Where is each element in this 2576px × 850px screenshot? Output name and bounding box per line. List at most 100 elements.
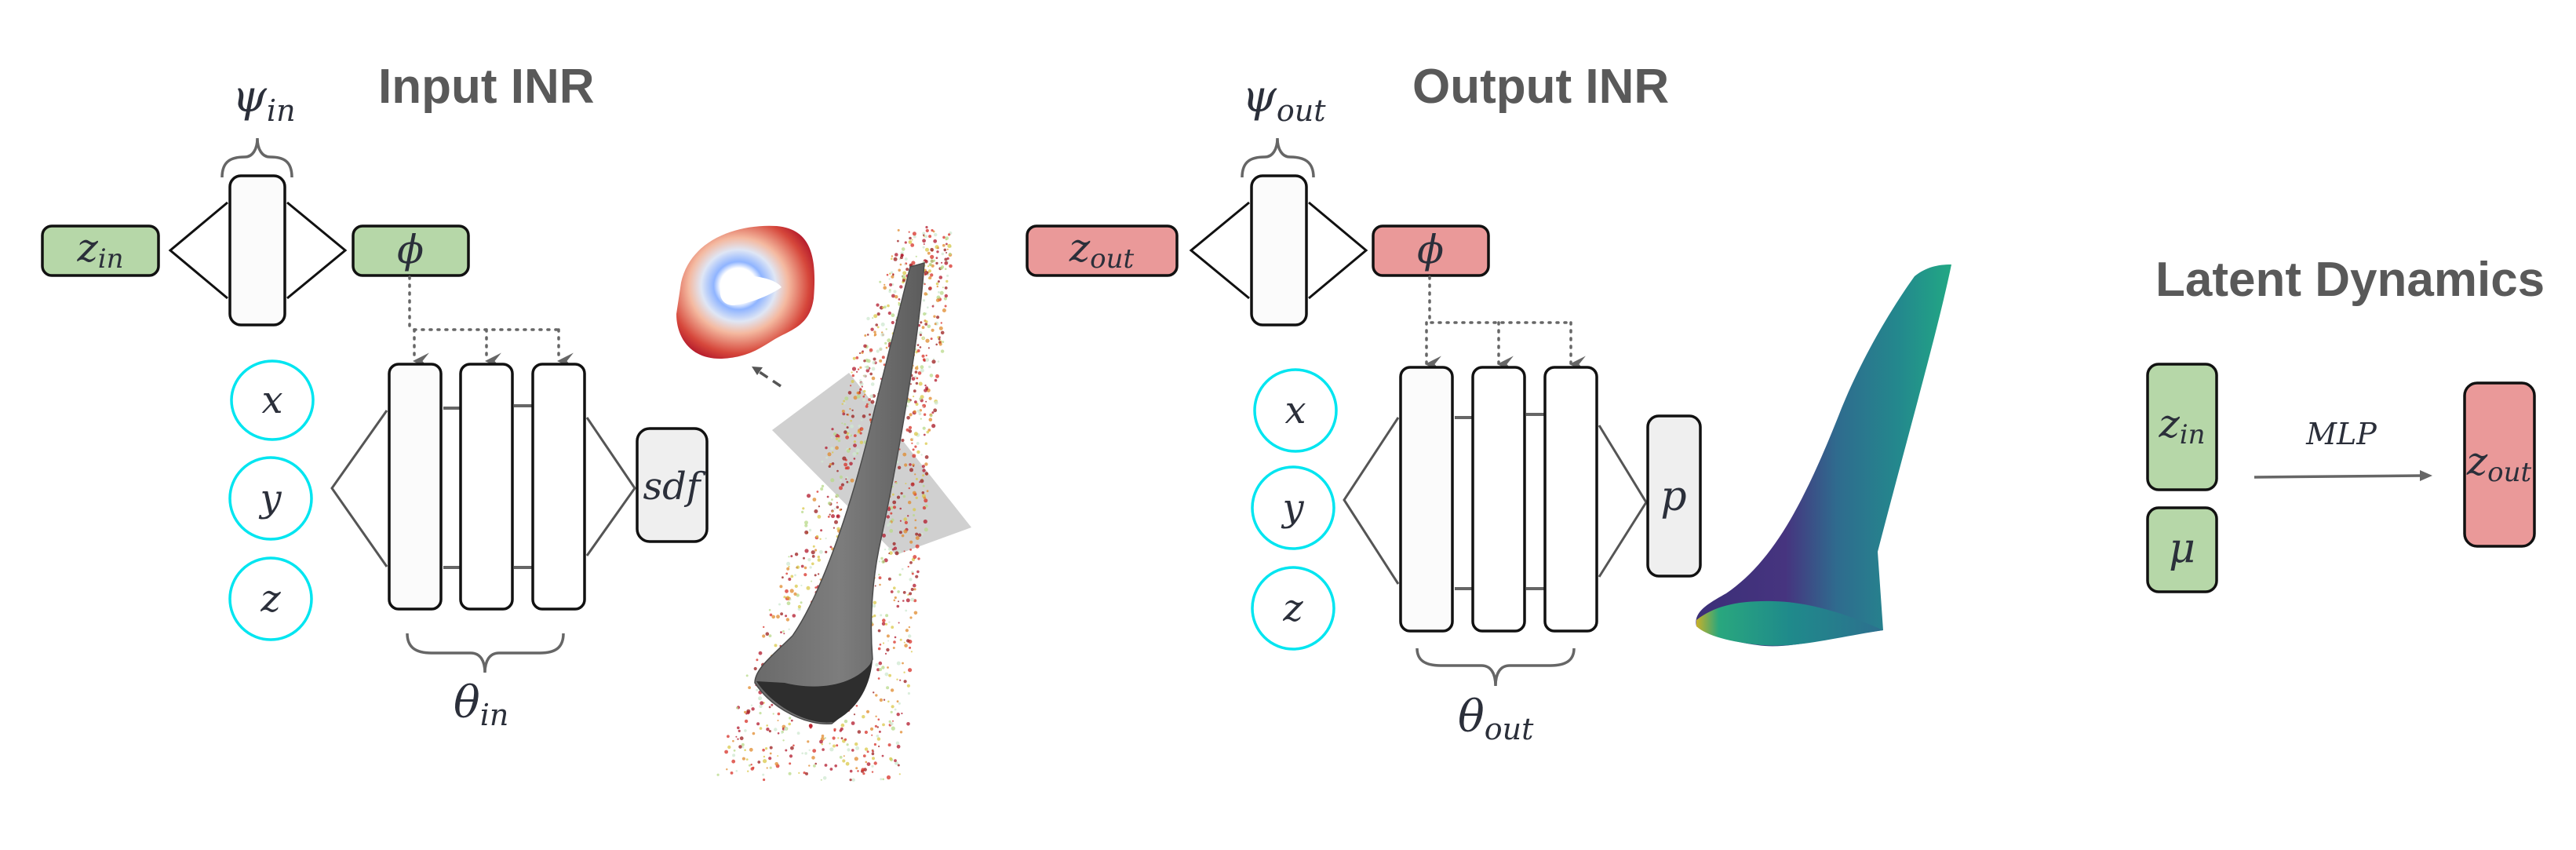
cloud-point: [891, 257, 893, 261]
cloud-point: [861, 419, 863, 421]
cloud-point: [898, 622, 900, 624]
cloud-point: [846, 414, 848, 416]
cloud-point: [849, 407, 851, 410]
cloud-point: [871, 367, 876, 371]
cloud-point: [812, 498, 817, 502]
cloud-point: [909, 463, 912, 466]
cloud-point: [864, 393, 866, 396]
phi-out-label: ϕ: [1417, 227, 1444, 272]
cloud-point: [892, 500, 897, 505]
cloud-point: [858, 352, 862, 355]
cloud-point: [880, 556, 884, 560]
cloud-point: [890, 512, 893, 515]
cloud-point: [891, 283, 894, 286]
cloud-point: [909, 468, 913, 472]
cloud-point: [759, 712, 762, 715]
cloud-point: [829, 545, 833, 549]
cloud-point: [822, 776, 827, 780]
coord-y-in: [228, 456, 313, 541]
cloud-point: [736, 706, 738, 710]
cloud-point: [931, 411, 935, 414]
cloud-point: [809, 566, 812, 569]
cloud-point: [925, 354, 927, 357]
cloud-point: [844, 396, 849, 401]
cloud-point: [931, 228, 934, 232]
cloud-point: [911, 239, 913, 241]
cloud-point: [924, 498, 928, 503]
cloud-point: [843, 755, 845, 757]
cloud-point: [899, 731, 903, 734]
cloud-point: [894, 295, 898, 299]
cloud-point: [940, 349, 945, 353]
cloud-point: [942, 341, 945, 343]
cloud-point: [934, 323, 937, 326]
cloud-point: [922, 239, 926, 243]
coord-y-in-label: y: [258, 476, 282, 520]
cloud-point: [824, 737, 827, 739]
cloud-point: [741, 742, 745, 746]
theta-out-brace: [1416, 648, 1576, 687]
cloud-point: [803, 573, 807, 577]
cloud-point: [914, 445, 917, 448]
cloud-point: [726, 768, 728, 771]
cloud-point: [850, 478, 854, 483]
cloud-point: [896, 744, 901, 749]
cloud-point: [916, 377, 919, 380]
cloud-point: [945, 236, 949, 240]
z-in-box: zin: [41, 224, 160, 277]
cloud-point: [805, 772, 808, 775]
cloud-point: [906, 416, 910, 420]
cloud-point: [821, 734, 825, 738]
cloud-point: [852, 452, 857, 456]
cloud-point: [777, 712, 781, 716]
cloud-point: [829, 768, 833, 771]
cloud-point: [836, 469, 839, 472]
cloud-point: [906, 684, 910, 688]
cloud-point: [919, 346, 922, 348]
phi-out-box: ϕ: [1372, 224, 1490, 277]
cloud-point: [924, 442, 928, 445]
cloud-point: [814, 762, 817, 765]
cloud-point: [884, 341, 887, 345]
cloud-point: [856, 391, 860, 395]
cloud-point: [851, 374, 855, 378]
cloud-point: [870, 399, 875, 404]
cloud-point: [834, 520, 838, 524]
cloud-point: [856, 452, 858, 454]
cloud-point: [933, 408, 938, 413]
cloud-point: [926, 490, 929, 493]
cloud-point: [830, 478, 835, 483]
cloud-point: [861, 768, 865, 772]
cloud-point: [857, 770, 859, 772]
cloud-point: [925, 225, 928, 229]
cloud-point: [896, 713, 900, 717]
cloud-point: [873, 357, 876, 361]
cloud-point: [853, 440, 856, 443]
cloud-point: [774, 644, 778, 648]
cloud-point: [891, 275, 894, 279]
cloud-point: [888, 553, 891, 555]
cloud-point: [746, 709, 751, 713]
cloud-point: [915, 255, 917, 257]
cloud-point: [849, 779, 852, 782]
cloud-point: [745, 758, 749, 761]
cloud-point: [724, 750, 728, 754]
cloud-point: [894, 762, 898, 764]
cloud-point: [747, 770, 749, 772]
inr-out-layer-1: [1399, 366, 1454, 633]
cloud-point: [922, 406, 924, 408]
cloud-point: [909, 561, 913, 564]
cloud-point: [737, 738, 739, 740]
cloud-point: [790, 746, 794, 750]
latent-dynamics-section: Latent Dynamics zin μ MLP zout: [2146, 253, 2545, 593]
cloud-point: [904, 520, 908, 525]
mu-label: μ: [2169, 525, 2195, 572]
cloud-point: [894, 596, 897, 600]
cloud-point: [865, 366, 869, 370]
cloud-point: [920, 479, 924, 483]
cloud-point: [846, 449, 851, 453]
cloud-point: [940, 322, 943, 324]
cloud-point: [859, 379, 862, 382]
cloud-point: [758, 651, 763, 655]
cloud-point: [925, 400, 927, 403]
